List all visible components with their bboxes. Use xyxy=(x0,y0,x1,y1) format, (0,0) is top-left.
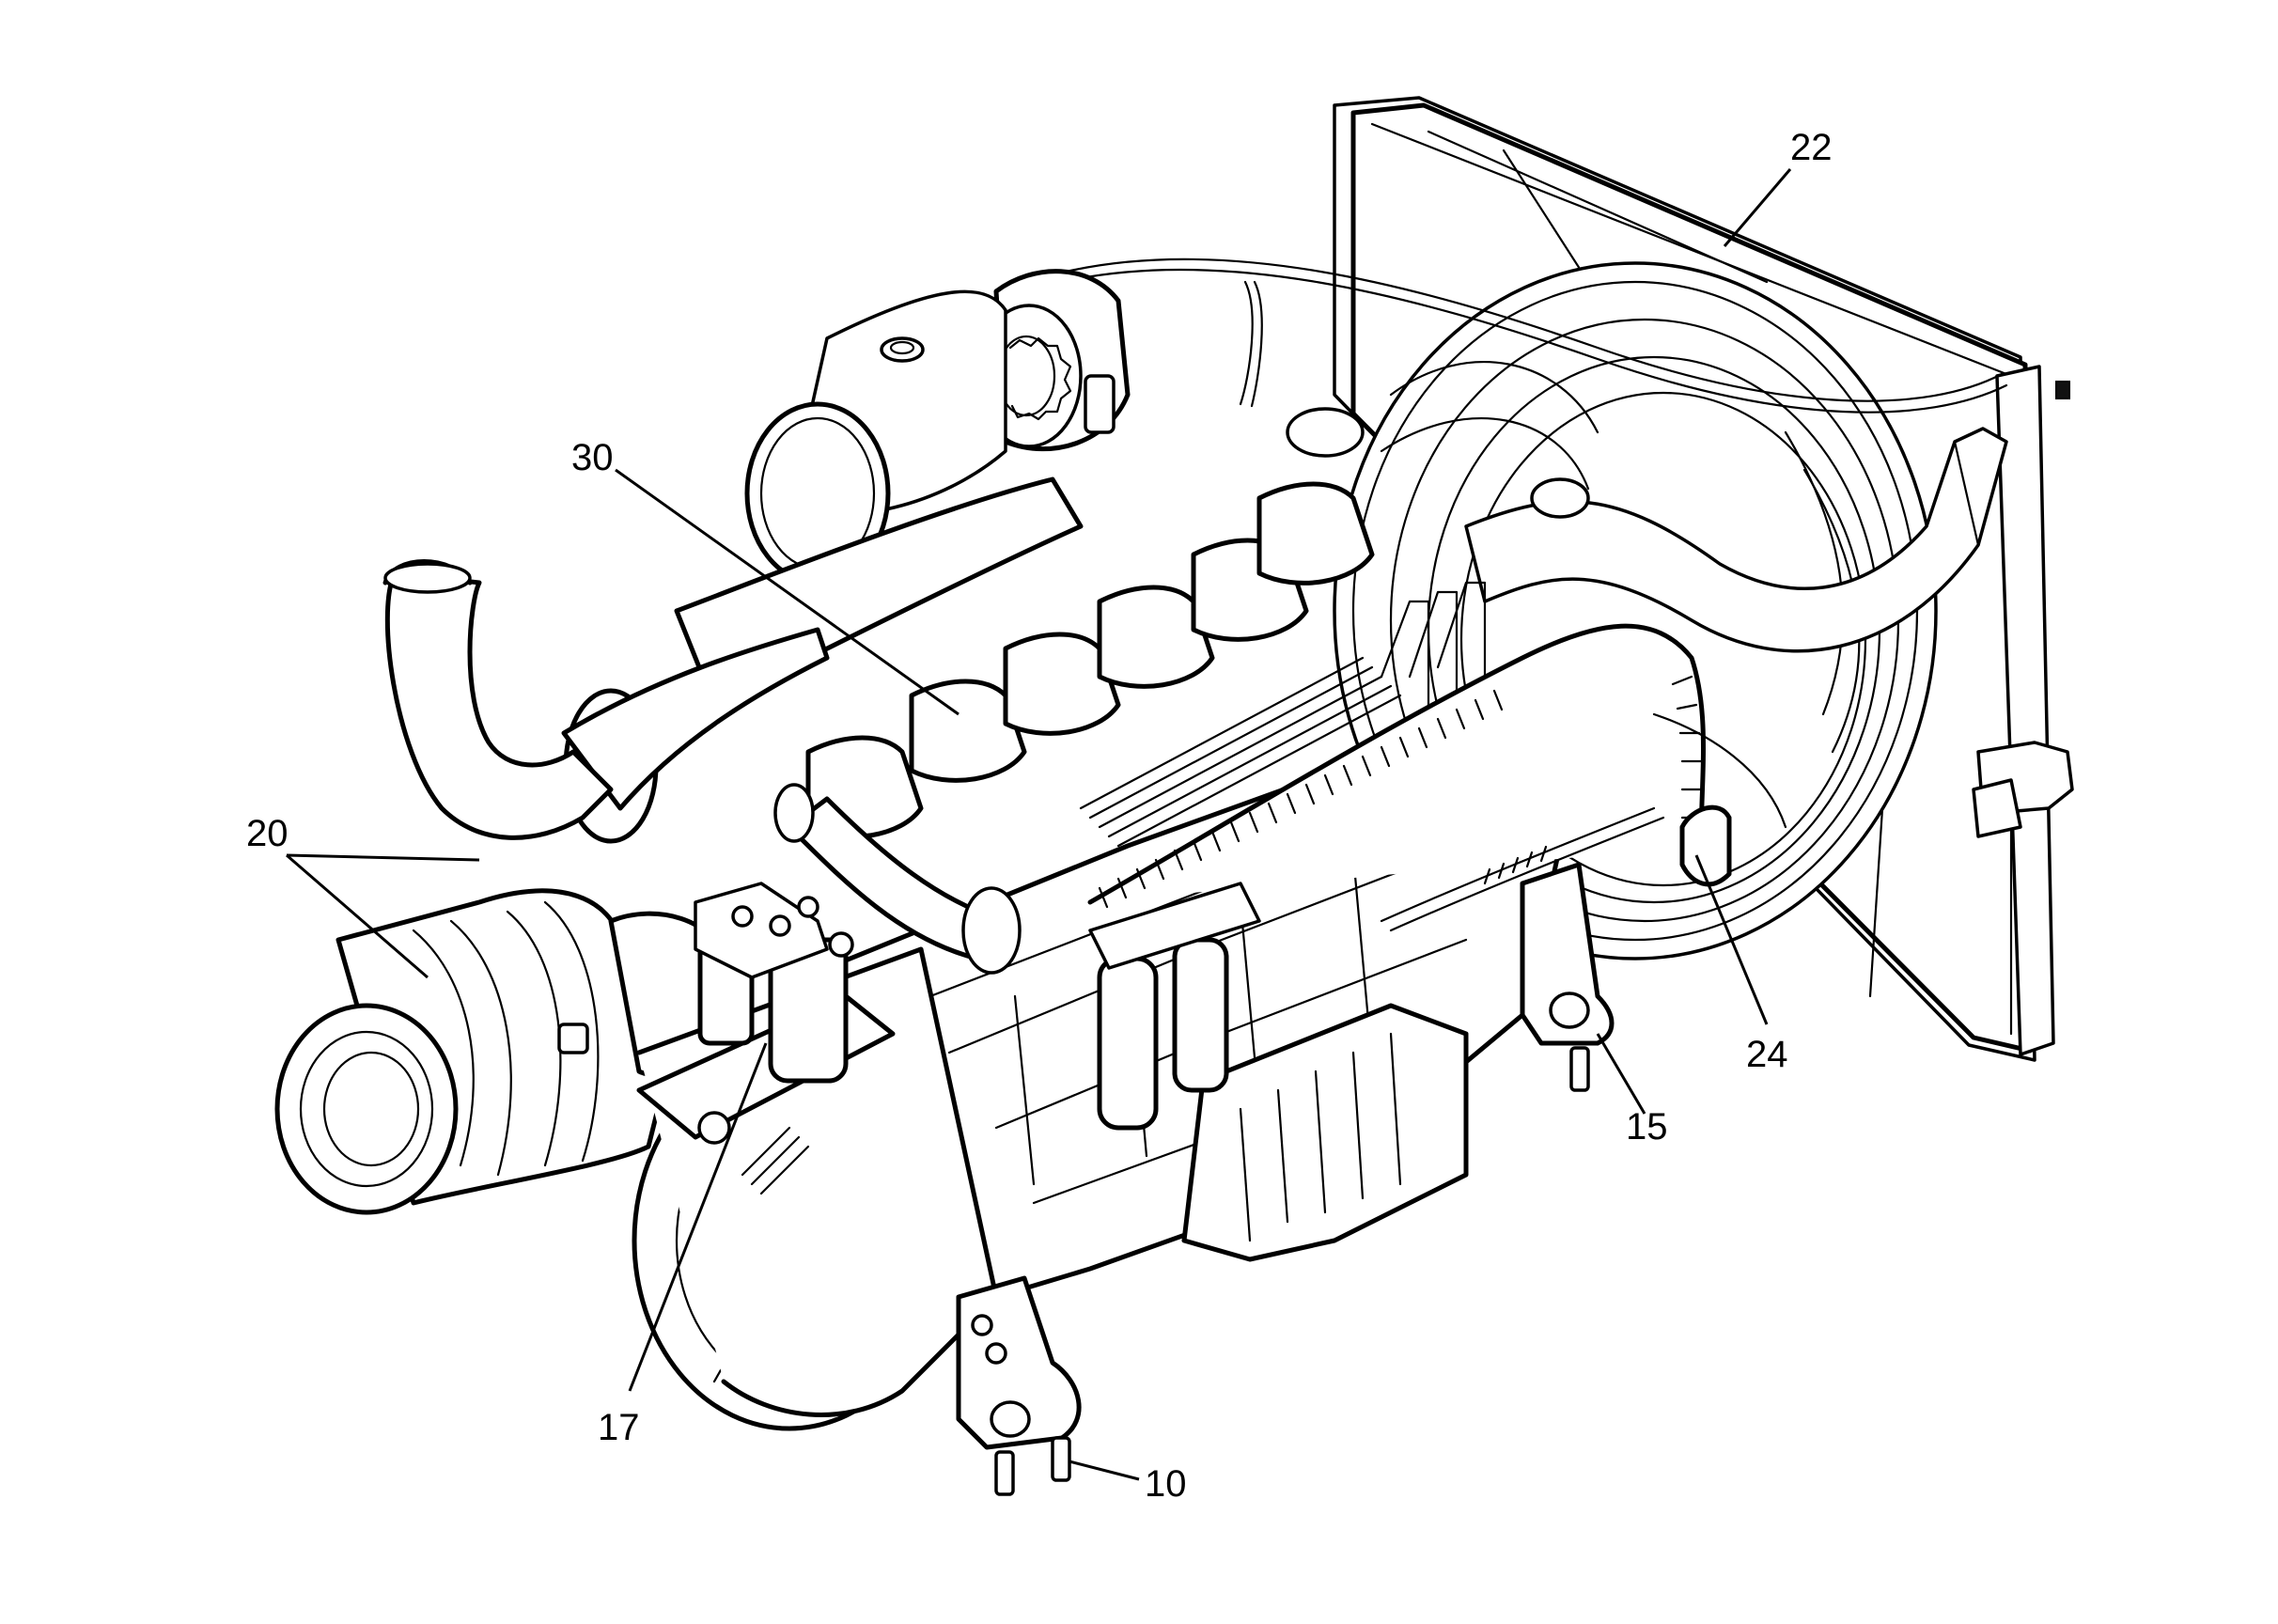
front-engine-mount xyxy=(1520,862,1615,1092)
callout-10: 10 xyxy=(1145,1463,1187,1505)
throttle-linkage xyxy=(1380,806,1665,932)
callout-30: 30 xyxy=(571,437,614,478)
upper-radiator-hose xyxy=(1464,427,2008,653)
wiring-harness xyxy=(1087,623,1706,909)
intake-canister xyxy=(744,269,1131,586)
callout-24: 24 xyxy=(1746,1034,1788,1075)
callout-15: 15 xyxy=(1626,1106,1668,1148)
air-intake-duct xyxy=(382,476,1084,844)
callout-17: 17 xyxy=(598,1407,640,1448)
flywheel-housing xyxy=(632,946,999,1431)
oil-filters xyxy=(1088,882,1261,1131)
rear-engine-mount xyxy=(956,1275,1082,1496)
fuel-filter-assembly xyxy=(636,882,896,1195)
callout-leaders xyxy=(286,168,1792,1481)
lower-coolant-hose xyxy=(1652,712,1787,887)
overflow-pipe xyxy=(1060,258,2008,414)
charge-air-pipe xyxy=(773,783,1022,975)
callout-20: 20 xyxy=(246,813,289,854)
callout-22: 22 xyxy=(1790,127,1833,168)
cylinder-head-covers xyxy=(805,407,1590,839)
injector-lines xyxy=(1079,581,1487,848)
callout-labels: 22 30 20 24 15 17 10 xyxy=(246,127,1833,1505)
